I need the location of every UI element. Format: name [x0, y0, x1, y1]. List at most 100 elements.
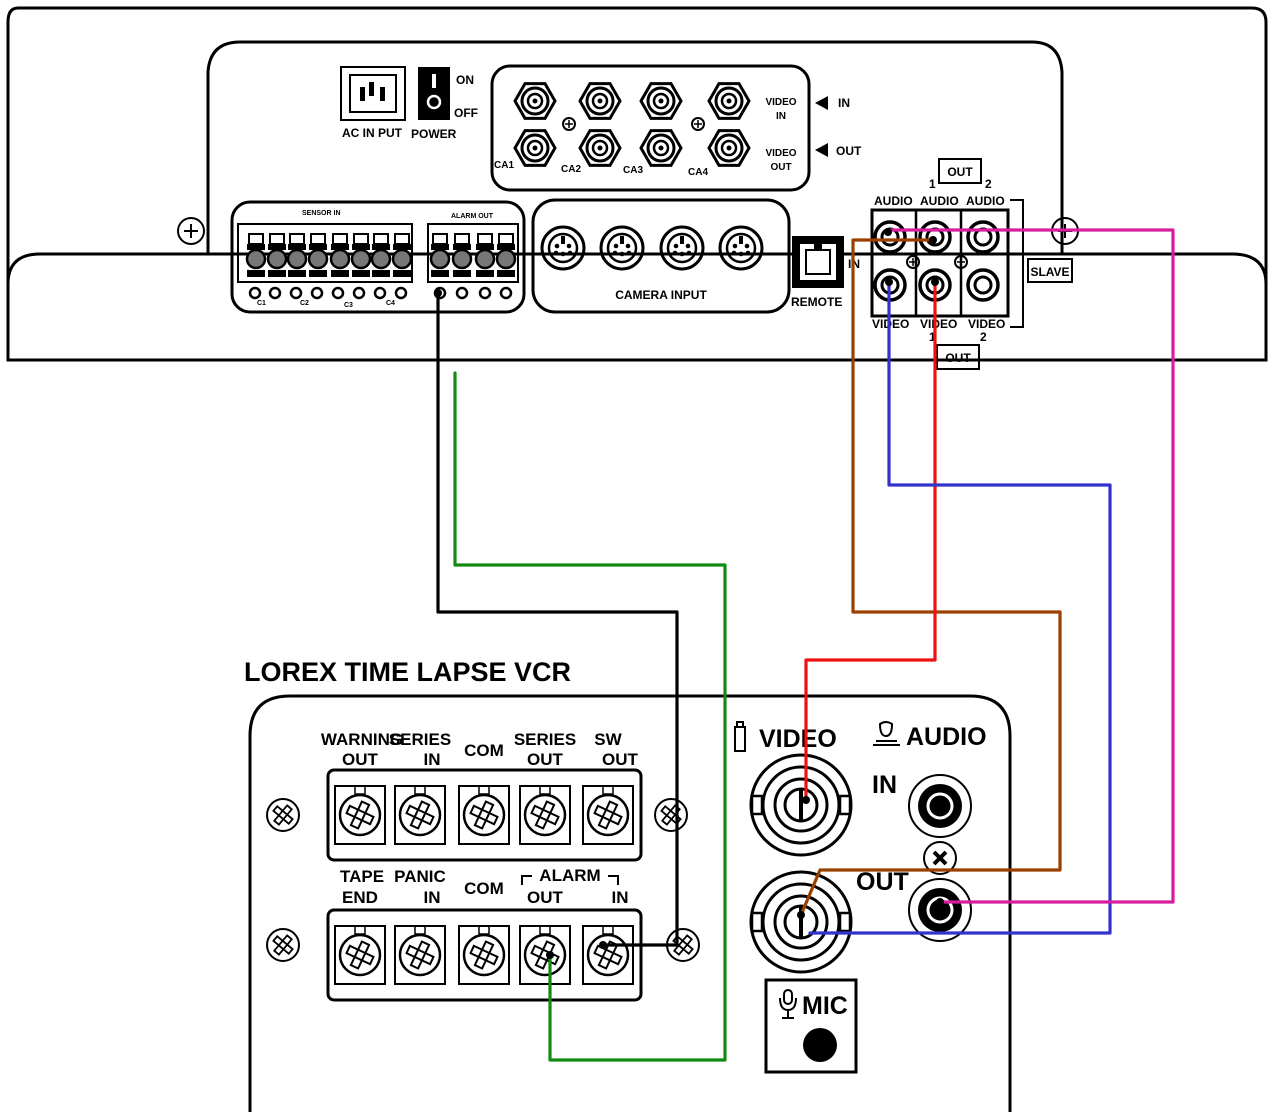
terminal-label-bottom: OUT	[342, 750, 379, 769]
remote-jack	[792, 236, 844, 288]
vcr-out-label: OUT	[856, 868, 909, 896]
mic-jack	[803, 1028, 837, 1062]
panel-screw-icon	[691, 117, 705, 131]
camera-input-label: CAMERA INPUT	[615, 288, 707, 302]
terminal-label-bottom: IN	[424, 888, 441, 907]
vcr-video-label: VIDEO	[759, 725, 837, 753]
power-on-label: ON	[456, 73, 474, 87]
panel-screw-icon	[954, 255, 968, 269]
arrow-in-label: IN	[838, 96, 850, 110]
channel-label-ca2: CA2	[561, 164, 581, 175]
out-bottom-label: OUT	[945, 351, 971, 365]
bnc-connector-icon	[639, 129, 683, 167]
channel-label-ca1: CA1	[494, 160, 514, 171]
vcr-top-terminal-block	[326, 768, 643, 862]
wire-endpoint-dot	[885, 278, 893, 286]
terminal-screw-icon	[582, 785, 634, 845]
power-switch[interactable]	[418, 67, 450, 120]
terminal-hole	[478, 286, 492, 300]
terminal-label-top: TAPE	[340, 867, 384, 886]
vcr-title: LOREX TIME LAPSE VCR	[244, 657, 571, 687]
terminal-hole	[352, 286, 366, 300]
audio-out-jack	[908, 878, 972, 942]
terminal-hole	[394, 286, 408, 300]
bnc-connector-icon	[707, 129, 751, 167]
screw-terminal	[495, 233, 517, 277]
mic-panel: MIC	[764, 978, 858, 1074]
bnc-connector-icon	[707, 82, 751, 120]
sensor-terminal-strip	[237, 223, 413, 283]
vcr-bottom-terminal-block	[326, 908, 643, 1002]
video-label: VIDEO	[872, 317, 909, 331]
wire-endpoint-dot	[884, 228, 892, 236]
video1-label: VIDEO	[920, 317, 957, 331]
terminal-hole	[455, 286, 469, 300]
out-top-box	[938, 158, 982, 184]
wire-endpoint-dot	[546, 951, 554, 959]
terminal-label-bottom: OUT	[527, 888, 564, 907]
audio-label: AUDIO	[874, 194, 913, 208]
channel-label-ca4: CA4	[688, 167, 708, 178]
rca-jack-icon	[966, 268, 1000, 302]
alarm-out-title: ALARM OUT	[451, 213, 494, 220]
screw-icon	[923, 841, 957, 875]
dvr-body	[6, 6, 1268, 362]
terminal-hole	[499, 286, 513, 300]
terminal-hole	[289, 286, 303, 300]
dvr-unit: AC IN PUT ON OFF POWER CA1 CA2 CA3 CA4 V…	[6, 6, 1268, 370]
sensor-in-title: SENSOR IN	[302, 210, 341, 217]
common-label-c1: C1	[257, 300, 266, 307]
remote-label: REMOTE	[791, 295, 842, 309]
bnc-connector-icon	[749, 870, 853, 974]
terminal-screw-icon	[519, 785, 571, 845]
brown-wire-audio-out-to-vcr-video-out	[799, 238, 1062, 917]
terminal-hole	[248, 286, 262, 300]
screw-terminal	[474, 233, 496, 277]
vcr-side-screws	[266, 798, 700, 962]
wire-endpoint-dot	[936, 898, 944, 906]
terminal-hole	[331, 286, 345, 300]
alarm-group-bracket	[521, 875, 619, 885]
screw-icon	[177, 217, 205, 245]
terminal-hole	[373, 286, 387, 300]
screw-icon	[266, 928, 300, 962]
panel-screw-icon	[906, 255, 920, 269]
din-connector-icon	[659, 225, 705, 271]
wire-endpoints	[434, 228, 944, 959]
terminal-label-bottom: OUT	[527, 750, 564, 769]
bnc-connector-icon	[749, 753, 853, 857]
terminal-screw-icon	[458, 785, 510, 845]
wire-endpoint-dot	[929, 236, 937, 244]
slave-box	[1027, 258, 1073, 283]
sensor-alarm-block	[230, 200, 526, 314]
av-num2-top: 2	[985, 177, 992, 191]
common-label-c4: C4	[386, 300, 395, 307]
channel-label-ca3: CA3	[623, 165, 643, 176]
wire-endpoint-dot	[931, 278, 939, 286]
terminal-screw-icon	[394, 785, 446, 845]
screw-terminal	[307, 233, 329, 277]
terminal-label-bottom: COM	[464, 741, 504, 760]
terminal-screw-icon	[582, 925, 634, 985]
av-bracket	[1010, 199, 1024, 328]
ac-input-socket	[340, 66, 406, 121]
av-num1-bottom: 1	[929, 330, 936, 344]
terminal-screw-icon	[458, 925, 510, 985]
blue-wire-video-in-from-vcr-video-out	[808, 280, 1112, 935]
vcr-rear-panel	[248, 694, 1012, 1112]
video2-label: VIDEO	[968, 317, 1005, 331]
terminal-label-top: SW	[594, 730, 622, 749]
terminal-label-top: WARNING	[321, 730, 403, 749]
alarm-group-label: ALARM	[539, 866, 600, 885]
camera-icon	[734, 721, 746, 752]
black-wire-alarm-out-to-alarm-in	[436, 291, 679, 947]
bnc-connector-icon	[513, 129, 557, 167]
ac-input-label: AC IN PUT	[342, 126, 403, 140]
video-bnc-connectors	[513, 82, 751, 167]
alarm-terminal-strip	[427, 223, 519, 283]
terminal-hole	[268, 286, 282, 300]
